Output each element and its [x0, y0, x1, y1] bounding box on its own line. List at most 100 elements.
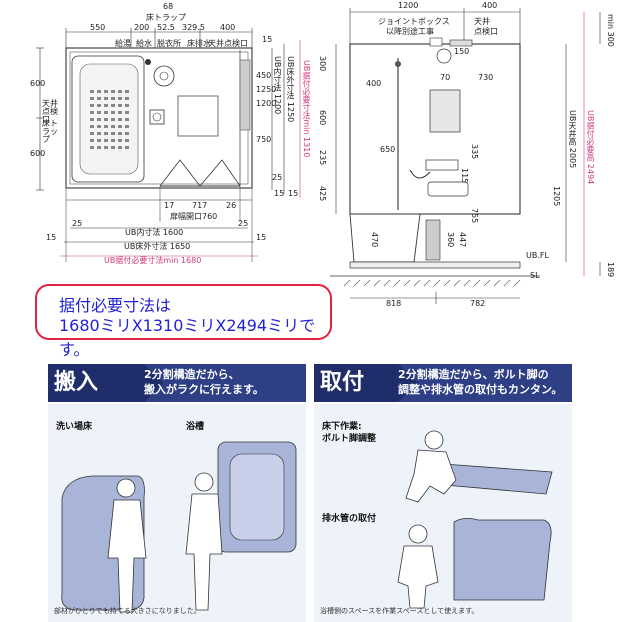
tub-texture-dot [118, 90, 122, 93]
banner-arrow-icon [314, 364, 418, 402]
tub-texture-dot [118, 111, 122, 114]
tub-texture-dot [97, 118, 101, 121]
tub-texture-dot [118, 132, 122, 135]
panel-installation-caption-drainpipe: 排水管の取付 [322, 514, 377, 524]
tub-texture-dot [118, 97, 122, 100]
plan-dim-15-right: 15 [274, 189, 285, 198]
plan-drawing: 68 550 200 52.5 329.5 400 15 床トラップ 給湯 給水… [0, 0, 320, 270]
panel-installation-title: 取付 [320, 370, 365, 395]
elev-left-600: 600 [318, 110, 327, 126]
worker-carrying-floor-illustration [61, 475, 147, 613]
elev-dim-335: 335 [470, 144, 479, 160]
elev-label-jointbox: ジョイントボックス [378, 17, 450, 26]
panel-delivery-desc2: 搬入がラクに行えます。 [144, 383, 264, 396]
plan-dim-1200-b: 1200 [256, 99, 277, 108]
elev-dim-818: 818 [386, 299, 402, 308]
plan-dim-25-right: 25 [272, 173, 283, 182]
panel-delivery-caption-tub: 浴槽 [186, 422, 205, 432]
tub-texture-dot [118, 104, 122, 107]
tub-texture-dot [104, 118, 108, 121]
worker-adjusting-bolt-illustration [405, 430, 553, 503]
panel-delivery-footnote: 部材がひとりでも持てる大きさになりました。 [54, 607, 201, 615]
plan-inner-width: UB内寸法 1600 [125, 228, 184, 237]
tub-texture-dot [111, 111, 115, 114]
elev-label-separate: 以降別途工事 [386, 27, 434, 36]
plan-dim-400: 400 [220, 23, 236, 32]
plan-dim-15-right2: 15 [288, 189, 299, 198]
panel-delivery-desc1: 2分割構造だから、 [144, 368, 240, 381]
plan-dim-17: 17 [164, 201, 175, 210]
tub-texture-dot [111, 146, 115, 149]
plan-dim-1250-b: 1250 [256, 85, 277, 94]
elev-dim-min300: min 300 [606, 14, 615, 47]
elev-label-ubfl: UB.FL [526, 251, 549, 260]
plan-label-floor-trap: 床トラップ [146, 13, 186, 22]
callout-line1: 据付必要寸法は [59, 296, 172, 315]
plan-dim-25-left: 25 [72, 219, 83, 228]
elev-vlabel-required-height: UB据付必要高 2494 [586, 110, 595, 185]
elev-dim-782: 782 [470, 299, 486, 308]
panel-installation-caption-underfloor1: 床下作業: [322, 422, 362, 432]
elev-dim-650: 650 [380, 145, 396, 154]
panel-installation-footnote: 浴槽側のスペースを作業スペースとして使えます。 [320, 607, 479, 615]
tub-texture-dot [97, 139, 101, 142]
elev-left-425: 425 [318, 186, 327, 202]
panel-installation-desc1: 2分割構造だから、ボルト脚の [398, 368, 549, 381]
elev-vlabel-ceiling-height: UB天井高 2005 [568, 110, 577, 169]
plan-dim-550: 550 [90, 23, 106, 32]
plan-outer-width: UB床外寸法 1650 [124, 242, 191, 251]
tub-texture-dot [90, 139, 94, 142]
elev-dim-400-top: 400 [482, 1, 498, 10]
plan-label-dressing: 脱衣所 [157, 39, 181, 48]
plan-dim-717: 717 [192, 201, 208, 210]
tub-texture-dot [125, 90, 129, 93]
tub-texture-dot [125, 132, 129, 135]
tub-texture-dot [125, 139, 129, 142]
plan-label-floor-trap-left: 床トラップ [42, 119, 58, 144]
panel-installation-banner: 取付 2分割構造だから、ボルト脚の 調整や排水管の取付もカンタン。 [314, 360, 572, 404]
tub-texture-dot [111, 97, 115, 100]
tub-texture-dot [97, 97, 101, 100]
panel-delivery-banner: 搬入 2分割構造だから、 搬入がラクに行えます。 [48, 360, 306, 404]
elev-dim-730: 730 [478, 73, 494, 82]
tub-texture-dot [104, 90, 108, 93]
plan-label-ceiling-hatch-left: 天井点検口 [42, 99, 58, 124]
tub-texture-dot [111, 132, 115, 135]
plan-dim-68: 68 [163, 2, 174, 11]
tub-texture-dot [111, 118, 115, 121]
callout-line2: 1680ミリX1310ミリX2494ミリです。 [59, 316, 316, 359]
plan-dim-200: 200 [134, 23, 150, 32]
plan-label-hot-water: 給湯 [115, 39, 131, 48]
tub-texture-dot [111, 104, 115, 107]
tub-texture-dot [125, 111, 129, 114]
tub-texture-dot [90, 132, 94, 135]
elev-label-hatch: 点検口 [474, 27, 498, 36]
plan-dim-25-rightb: 25 [238, 219, 249, 228]
required-dimension-callout: 据付必要寸法は 1680ミリX1310ミリX2494ミリです。 [35, 284, 332, 359]
tub-texture-dot [111, 139, 115, 142]
plan-vlabel-required: UB据付必要寸法min 1310 [302, 60, 311, 158]
tub-texture-dot [97, 146, 101, 149]
tub-texture-dot [118, 146, 122, 149]
panel-delivery-title: 搬入 [54, 370, 99, 395]
plan-label-floor-drain: 床排水 [187, 39, 211, 48]
tub-texture-dot [104, 139, 108, 142]
plan-vlabel-floor: UB床外寸法 1250 [286, 56, 295, 123]
plan-dim-600-a: 600 [30, 79, 46, 88]
tub-texture-dot [97, 111, 101, 114]
plan-dim-15-top: 15 [262, 35, 273, 44]
tub-texture-dot [125, 118, 129, 121]
plan-dim-15-rightb: 15 [256, 233, 267, 242]
tub-texture-dot [90, 111, 94, 114]
tub-texture-dot [125, 97, 129, 100]
tub-texture-dot [90, 125, 94, 128]
elev-dim-447: 447 [458, 232, 467, 248]
elev-dim-400: 400 [366, 79, 382, 88]
tub-texture-dot [90, 104, 94, 107]
plan-door-label: 扉幅開口760 [170, 212, 218, 221]
tub-texture-dot [125, 125, 129, 128]
elev-dim-150: 150 [454, 47, 470, 56]
plan-label-water: 給水 [136, 39, 152, 48]
tub-texture-dot [104, 104, 108, 107]
panel-delivery-caption-floor: 洗い場床 [56, 422, 93, 432]
